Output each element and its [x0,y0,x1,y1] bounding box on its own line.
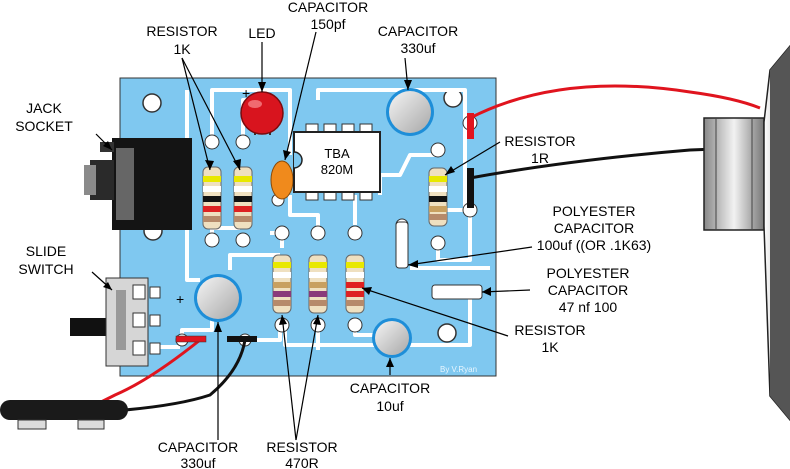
speaker-wire-red [469,84,761,120]
label-capacitor-10uf-l2: 10uf [376,398,403,414]
callout-arrowheads [103,80,491,367]
resistor-1k-a [202,166,222,230]
battery-clip [0,400,128,430]
label-jack-socket-l2: SOCKET [15,118,73,134]
battery-wire-black [124,339,247,412]
led-plus-sign: + [242,85,250,101]
capacitor-10uf [372,318,412,358]
ic-chip [293,123,381,201]
label-capacitor-150pf-l1: CAPACITOR [288,0,368,15]
label-polyester-47nf-l1: POLYESTER [547,265,630,281]
capacitor-330uf-bottom [194,274,242,322]
label-resistor-1k-top-l1: RESISTOR [146,23,217,39]
label-polyester-100uf-l3: 100uf ((OR .1K63) [537,237,651,253]
label-resistor-470r-l1: RESISTOR [266,439,337,455]
label-polyester-100uf-l1: POLYESTER [553,203,636,219]
label-capacitor-330uf-bottom-l2: 330uf [180,455,215,469]
label-slide-switch-l2: SWITCH [18,261,73,277]
mounting-hole [437,323,457,343]
label-resistor-1k-right-l1: RESISTOR [514,322,585,338]
jack-socket [84,138,192,230]
resistor-1k-c [345,254,365,314]
label-polyester-100uf-l2: CAPACITOR [554,220,634,236]
label-resistor-1k-top-l2: 1K [173,41,191,57]
cap-plus-sign: + [176,291,184,307]
label-capacitor-150pf-l2: 150pf [310,16,345,32]
resistor-470r-b [308,254,328,314]
label-capacitor-330uf-bottom-l1: CAPACITOR [158,439,238,455]
label-capacitor-330uf-top-l2: 330uf [400,40,435,56]
label-polyester-47nf-l2: CAPACITOR [548,282,628,298]
label-polyester-47nf-l3: 47 nf 100 [559,299,618,315]
label-resistor-1r-l2: 1R [531,150,549,166]
label-slide-switch-l1: SLIDE [26,243,66,259]
wire-link-red [467,113,474,139]
chip-label-line2: 820M [321,162,354,177]
loudspeaker [703,44,790,422]
wire-link-red [175,335,207,343]
label-capacitor-330uf-top-l1: CAPACITOR [378,23,458,39]
resistor-470r-a [272,254,292,314]
capacitor-330uf-top [386,88,434,136]
resistor-1k-b [233,166,253,230]
label-resistor-1k-right-l2: 1K [541,339,559,355]
label-capacitor-10uf-l1: CAPACITOR [350,380,430,396]
label-resistor-470r-l2: 470R [285,455,318,469]
mounting-hole [142,93,162,113]
wire-link-black [467,168,474,208]
label-led: LED [248,25,275,41]
polyester-capacitor-100uf [395,221,409,269]
capacitor-150pf [270,160,294,200]
polyester-capacitor-47nf [431,284,483,300]
slide-switch [70,277,161,367]
label-jack-socket-l1: JACK [26,100,62,116]
battery-wire-red [94,338,201,407]
resistor-1r [428,167,448,227]
chip-label-line1: TBA [324,146,350,161]
wire-link-black [227,336,257,342]
callout-labels: RESISTOR 1K LED CAPACITOR 150pf CAPACITO… [15,0,651,469]
label-resistor-1r-l1: RESISTOR [504,133,575,149]
credit-text: By V.Ryan [440,365,477,374]
